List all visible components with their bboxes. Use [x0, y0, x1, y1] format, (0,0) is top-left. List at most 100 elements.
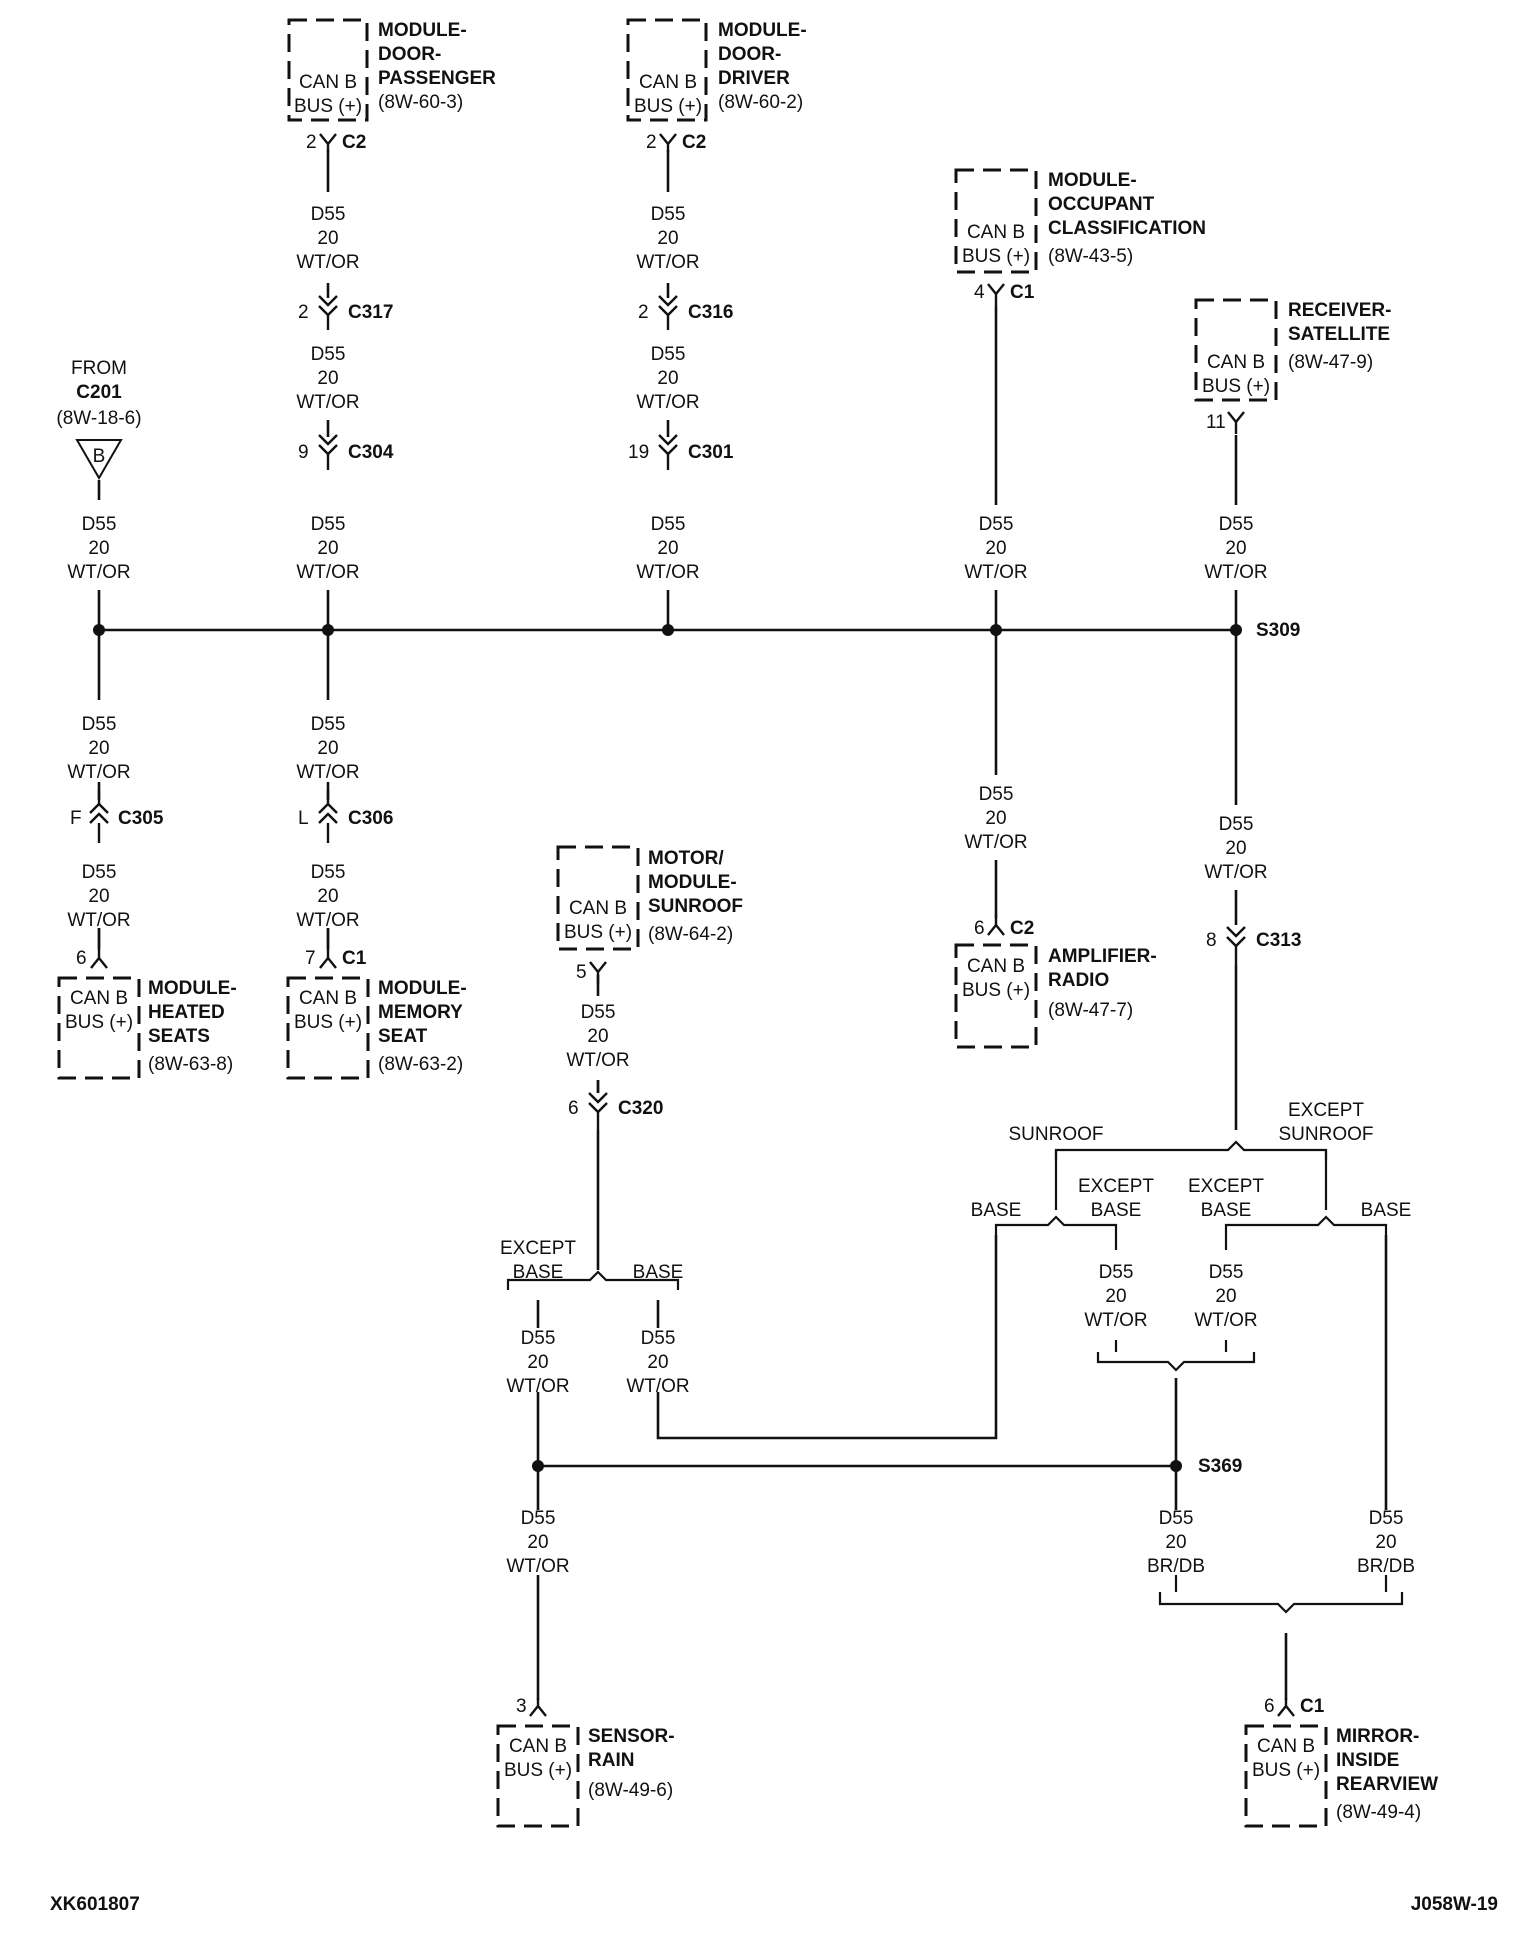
- footer-right-code: J058W-19: [1411, 1894, 1498, 1915]
- wire-gauge: 20: [527, 1352, 548, 1373]
- wire-color: WT/OR: [1084, 1310, 1147, 1331]
- wire-circuit: D55: [521, 1508, 556, 1529]
- module-name: DOOR-: [718, 44, 781, 65]
- wire-color: WT/OR: [296, 392, 359, 413]
- can-bus-line1: CAN B: [299, 988, 357, 1009]
- wire-gauge: 20: [317, 886, 338, 907]
- module-name: REARVIEW: [1336, 1774, 1438, 1795]
- wire-color: BR/DB: [1147, 1556, 1205, 1577]
- option-base: BASE: [971, 1200, 1022, 1221]
- wire-circuit: D55: [979, 784, 1014, 805]
- box-sunroof: [556, 845, 640, 951]
- box-door-driver: [626, 18, 708, 122]
- module-name: MODULE-: [648, 872, 737, 893]
- module-name: RADIO: [1048, 970, 1109, 991]
- can-bus-line1: CAN B: [1207, 352, 1265, 373]
- option-base: BASE: [513, 1262, 564, 1283]
- can-bus-line2: BUS (+): [65, 1012, 133, 1033]
- wire-circuit: D55: [1219, 814, 1254, 835]
- option-except: EXCEPT: [1188, 1176, 1264, 1197]
- splice-dot: [662, 624, 674, 636]
- connector-id: C305: [118, 808, 164, 829]
- wire-circuit: D55: [82, 714, 117, 735]
- connector-chevron-icon: [318, 295, 338, 317]
- module-name: SEAT: [378, 1026, 428, 1047]
- module-name: MODULE-: [1048, 170, 1137, 191]
- module-name: HEATED: [148, 1002, 225, 1023]
- from-ref: (8W-18-6): [56, 408, 141, 429]
- wire-circuit: D55: [82, 514, 117, 535]
- box-receiver: [1194, 298, 1278, 402]
- mirror-join-bracket: [1158, 1592, 1404, 1614]
- option-sunroof: SUNROOF: [1009, 1124, 1104, 1145]
- pin-fork-icon: [589, 961, 607, 984]
- wire-color: WT/OR: [67, 562, 130, 583]
- pin-fork-icon: [529, 1698, 547, 1717]
- wire-color: WT/OR: [626, 1376, 689, 1397]
- module-name: PASSENGER: [378, 68, 496, 89]
- pin-number: 7: [305, 948, 316, 969]
- wire-gauge: 20: [1105, 1286, 1126, 1307]
- from-label: FROM: [71, 358, 127, 379]
- module-name: MODULE-: [378, 20, 467, 41]
- wire-circuit: D55: [1099, 1262, 1134, 1283]
- wire-gauge: 20: [317, 538, 338, 559]
- connector-chevron-icon: [318, 434, 338, 456]
- wire-gauge: 20: [1225, 538, 1246, 559]
- splice-dot-s369: [1170, 1460, 1182, 1472]
- connector-id: C2: [342, 132, 366, 153]
- wire-gauge: 20: [657, 368, 678, 389]
- wire-circuit: D55: [651, 514, 686, 535]
- wire-color: WT/OR: [67, 910, 130, 931]
- wire-gauge: 20: [1215, 1286, 1236, 1307]
- module-name: MOTOR/: [648, 848, 724, 869]
- box-mirror: [1244, 1724, 1328, 1828]
- sunroof-module-option-bracket: [506, 1270, 680, 1290]
- wire-circuit: D55: [311, 514, 346, 535]
- footer-left-code: XK601807: [50, 1894, 140, 1915]
- wire-gauge: 20: [317, 738, 338, 759]
- wire-gauge: 20: [317, 228, 338, 249]
- wire-color: WT/OR: [964, 562, 1027, 583]
- except-sunroof-base-bracket: [1224, 1215, 1388, 1235]
- module-name: SENSOR-: [588, 1726, 675, 1747]
- wire-circuit: D55: [641, 1328, 676, 1349]
- box-heated-seats: [57, 976, 141, 1080]
- pin-number: 6: [568, 1098, 579, 1119]
- splice-id: S309: [1256, 620, 1300, 641]
- module-name: RECEIVER-: [1288, 300, 1391, 321]
- can-bus-line2: BUS (+): [564, 922, 632, 943]
- box-occupant: [954, 168, 1038, 274]
- option-except: EXCEPT: [1288, 1100, 1364, 1121]
- module-ref: (8W-47-9): [1288, 352, 1373, 373]
- pin-number: 4: [974, 282, 985, 303]
- connector-id: C301: [688, 442, 734, 463]
- pin-number: 2: [646, 132, 657, 153]
- pin-number: 6: [1264, 1696, 1275, 1717]
- connector-id: C304: [348, 442, 394, 463]
- can-bus-line2: BUS (+): [504, 1760, 572, 1781]
- connector-id: C2: [682, 132, 706, 153]
- module-name: RAIN: [588, 1750, 634, 1771]
- wire-color: WT/OR: [1204, 562, 1267, 583]
- module-name: SUNROOF: [648, 896, 743, 917]
- pin-number: 6: [76, 948, 87, 969]
- splice-dot: [93, 624, 105, 636]
- wire-color: WT/OR: [566, 1050, 629, 1071]
- module-boxes: [57, 18, 1328, 1828]
- pin-fork-icon: [1277, 1698, 1295, 1717]
- pin-fork-icon: [90, 948, 108, 969]
- can-bus-line2: BUS (+): [1202, 376, 1270, 397]
- wire-gauge: 20: [1165, 1532, 1186, 1553]
- text-layer: CAN B BUS (+) MODULE- DOOR- PASSENGER (8…: [50, 20, 1498, 1915]
- wire-gauge: 20: [985, 538, 1006, 559]
- wire-circuit: D55: [311, 204, 346, 225]
- option-base: BASE: [1361, 1200, 1412, 1221]
- connector-symbols: [75, 133, 1295, 1717]
- connector-id: C316: [688, 302, 733, 323]
- connector-chevron-icon: [588, 1092, 608, 1114]
- can-bus-line1: CAN B: [967, 222, 1025, 243]
- wire-gauge: 20: [88, 886, 109, 907]
- option-brackets: [506, 1140, 1404, 1614]
- pin-number: 5: [576, 962, 587, 983]
